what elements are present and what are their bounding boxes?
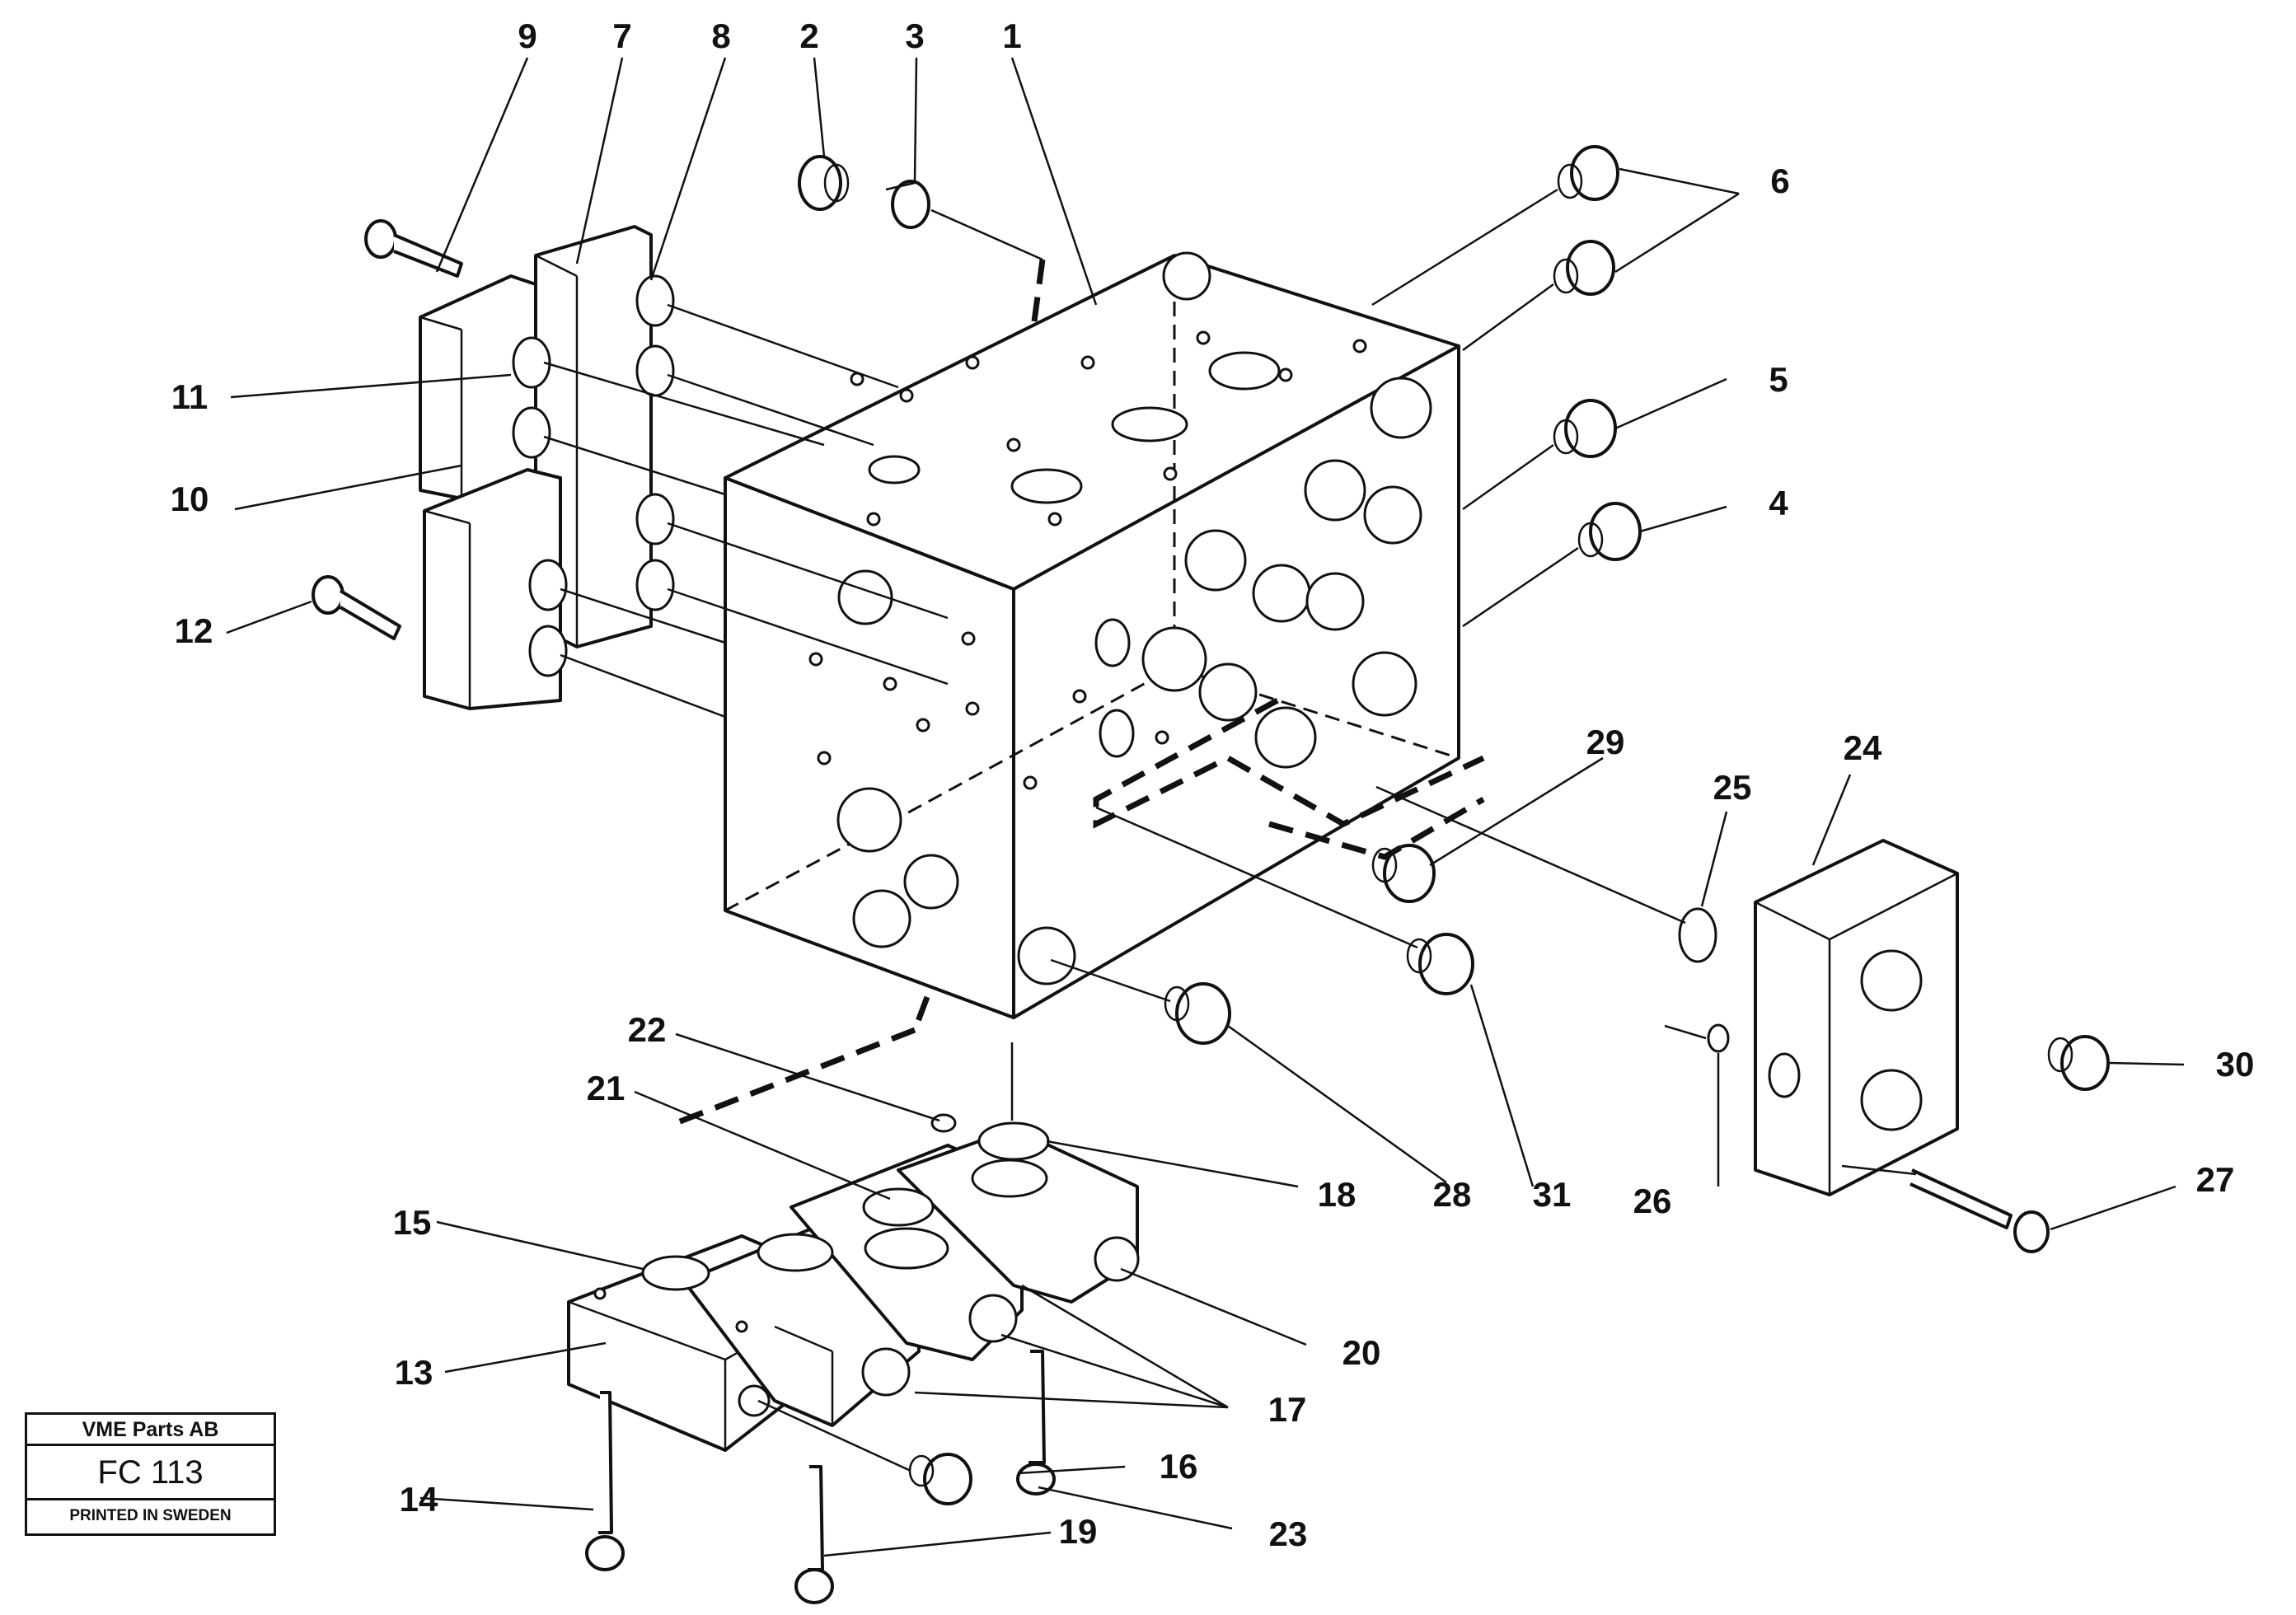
plug-30 [2047,1035,2110,1091]
gasket-25 [1678,907,1717,963]
callout-22: 22 [628,1010,667,1049]
callout-13: 13 [395,1353,433,1392]
cover-plate-12 [423,468,562,710]
callout-28: 28 [1433,1175,1472,1214]
plug-4 [1577,502,1642,561]
leader-lines [226,57,2185,1557]
callout-26: 26 [1633,1182,1672,1220]
drawing-code: FC 113 [27,1446,274,1500]
callout-3: 3 [905,16,924,55]
cover-plate-10 [419,274,537,500]
callout-16: 16 [1160,1447,1198,1486]
callout-6: 6 [1770,162,1789,200]
callout-8: 8 [711,16,730,55]
callout-5: 5 [1769,360,1788,399]
callout-9: 9 [518,16,537,55]
callout-14: 14 [400,1480,438,1519]
plug-29 [1371,844,1436,903]
screw-9 [364,219,463,278]
washer-22 [930,1113,957,1133]
callout-20: 20 [1342,1333,1381,1372]
printed-note: PRINTED IN SWEDEN [69,1507,232,1524]
callout-4: 4 [1769,484,1788,522]
callout-18: 18 [1318,1175,1357,1214]
oring-15 [641,1255,710,1291]
callout-19: 19 [1059,1512,1098,1551]
title-block: VME Parts AB FC 113 PRINTED IN SWEDEN [25,1412,276,1536]
callout-2: 2 [799,16,818,55]
callout-27: 27 [2196,1160,2235,1199]
plug-6a [1557,145,1619,201]
oring-21 [862,1187,935,1227]
plug-16 [908,1453,972,1505]
callout-12: 12 [175,611,213,650]
callout-15: 15 [393,1203,432,1242]
company-name: VME Parts AB [27,1415,274,1446]
plug-6b [1553,240,1615,296]
callout-10: 10 [171,480,209,518]
callout-17: 17 [1268,1390,1307,1429]
plug-31 [1406,933,1474,995]
cover-plate-24 [1754,839,1959,1196]
screw-19 [794,1465,834,1604]
callout-11: 11 [171,377,208,416]
gaskets-left [512,274,675,677]
plug-5 [1553,399,1617,458]
screw-23 [1016,1350,1056,1496]
callout-30: 30 [2216,1045,2255,1084]
callout-1: 1 [1002,16,1021,55]
oring-17 [757,1233,834,1272]
callout-21: 21 [587,1069,626,1107]
screw-27 [1909,1168,2050,1253]
screw-14 [585,1391,625,1571]
oring-18 [977,1121,1050,1161]
callout-29: 29 [1586,723,1625,761]
callout-23: 23 [1269,1514,1308,1553]
callout-labels: 9 7 8 2 3 1 6 5 4 11 10 12 29 25 24 22 2… [171,16,2255,1553]
screw-12 [312,575,401,640]
washer-26 [1707,1023,1730,1053]
plug-2 [798,155,850,211]
plug-28 [1164,982,1231,1045]
callout-31: 31 [1533,1175,1572,1214]
callout-7: 7 [612,16,631,55]
callout-24: 24 [1844,728,1882,767]
main-valve-block [724,251,1460,1019]
callout-25: 25 [1713,768,1752,807]
nozzle-3 [885,180,930,229]
